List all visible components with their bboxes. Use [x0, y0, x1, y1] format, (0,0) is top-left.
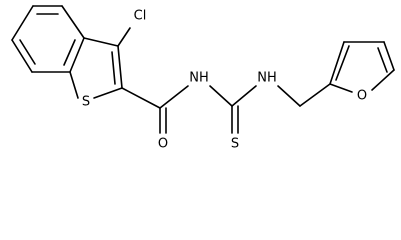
bond: [117, 45, 123, 89]
bond: [329, 83, 353, 93]
double-bond: [377, 47, 388, 73]
atom-labels: Cl S NH O S NH O: [82, 9, 367, 152]
bond: [209, 85, 233, 107]
double-bond: [19, 39, 36, 65]
bond: [69, 37, 85, 73]
bond: [277, 85, 301, 107]
chlorine-label: Cl: [134, 9, 147, 24]
furan-oxygen-label: O: [357, 89, 367, 104]
double-bond: [111, 51, 116, 85]
bond: [11, 39, 33, 73]
carbonyl-oxygen-label: O: [158, 137, 168, 152]
bond: [69, 71, 79, 99]
thiophene-ring: [69, 37, 123, 99]
double-bond: [63, 39, 76, 66]
bond: [121, 87, 161, 109]
thione-sulfur-label: S: [231, 137, 239, 152]
furan-ring: [329, 41, 395, 93]
benzene-ring: [11, 5, 85, 73]
bond: [117, 27, 131, 47]
bond: [383, 41, 395, 71]
bond: [11, 5, 34, 41]
bond: [371, 69, 395, 91]
bond: [231, 85, 257, 107]
amide-nh-label: NH: [189, 71, 209, 86]
double-bond: [335, 45, 350, 81]
amine-nh-label: NH: [257, 71, 277, 86]
bond: [93, 87, 123, 99]
bond: [61, 5, 85, 39]
bond: [329, 41, 345, 85]
amide-group: [121, 85, 189, 134]
bond: [83, 37, 119, 47]
bond: [159, 85, 189, 109]
bond: [299, 83, 331, 107]
thiourea-group: [209, 83, 331, 134]
ring-sulfur-label: S: [82, 95, 90, 110]
chemical-structure: Cl S NH O S NH O: [11, 5, 395, 152]
